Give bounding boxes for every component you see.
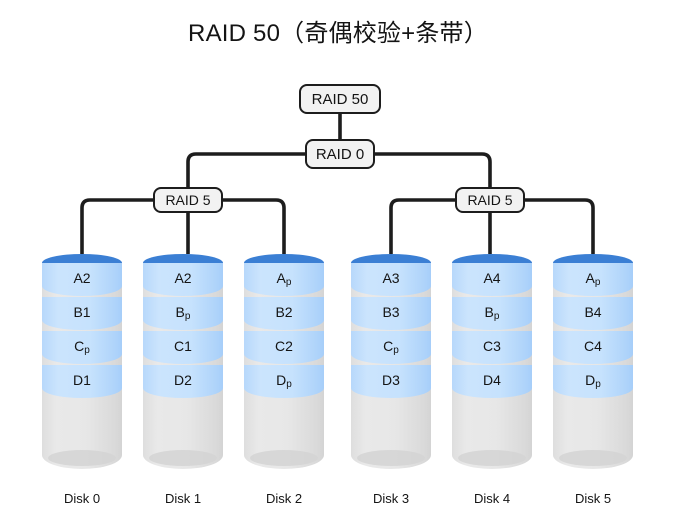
disk-block-label: Dp xyxy=(276,371,292,390)
disk-block[interactable]: C4 xyxy=(553,331,633,364)
disk-block[interactable]: A2 xyxy=(42,263,122,296)
disk-block[interactable]: A4 xyxy=(452,263,532,296)
disk-block-label: D2 xyxy=(174,372,192,388)
disk-block-label: C2 xyxy=(275,338,293,354)
disk-block[interactable]: B4 xyxy=(553,297,633,330)
page-title: RAID 50（奇偶校验+条带） xyxy=(188,20,488,47)
disk-block-label: Bp xyxy=(175,303,191,322)
disk-caption: Disk 1 xyxy=(164,491,202,506)
disk-block[interactable]: C1 xyxy=(143,331,223,364)
disk-block[interactable]: Dp xyxy=(244,365,324,398)
disk-block[interactable]: D3 xyxy=(351,365,431,398)
disk-block[interactable]: B3 xyxy=(351,297,431,330)
disk-block-label: C3 xyxy=(483,338,501,354)
disk-bottom-ellipse xyxy=(250,450,318,466)
disk-block-label: B2 xyxy=(275,304,293,320)
disk-bottom-ellipse xyxy=(149,450,217,466)
node-raid5-left[interactable]: RAID 5 xyxy=(153,187,223,213)
disk-block-label: Cp xyxy=(74,337,90,356)
disk-block[interactable]: Cp xyxy=(351,331,431,364)
disk-block[interactable]: D2 xyxy=(143,365,223,398)
disk-bottom-ellipse xyxy=(48,450,116,466)
disk-block-label: B3 xyxy=(382,304,400,320)
disk-block-label: A3 xyxy=(382,270,400,286)
disk-caption: Disk 4 xyxy=(473,491,511,506)
disk-block[interactable]: C2 xyxy=(244,331,324,364)
disk-block[interactable]: C3 xyxy=(452,331,532,364)
disk-caption: Disk 5 xyxy=(574,491,612,506)
disk-block-label: D4 xyxy=(483,372,501,388)
edge-raid0-raid5-right xyxy=(375,152,492,187)
disk-block[interactable]: D4 xyxy=(452,365,532,398)
disk-block[interactable]: B1 xyxy=(42,297,122,330)
edge-raid0-raid5-left xyxy=(186,152,305,187)
disk-block[interactable]: A2 xyxy=(143,263,223,296)
node-raid5-right[interactable]: RAID 5 xyxy=(455,187,525,213)
disk-caption: Disk 3 xyxy=(372,491,410,506)
disk-block[interactable]: Cp xyxy=(42,331,122,364)
disk-block-label: C1 xyxy=(174,338,192,354)
disk-block-label: Bp xyxy=(484,303,500,322)
node-raid0[interactable]: RAID 0 xyxy=(305,139,375,169)
disk-block[interactable]: D1 xyxy=(42,365,122,398)
disk-bottom-ellipse xyxy=(458,450,526,466)
disk-block-label: Cp xyxy=(383,337,399,356)
disk-block-label: D1 xyxy=(73,372,91,388)
edge-raid5-right-disk3 xyxy=(389,198,455,254)
disk-block[interactable]: Bp xyxy=(143,297,223,330)
disk-block[interactable]: B2 xyxy=(244,297,324,330)
disk-block-label: A2 xyxy=(73,270,91,286)
disk-block-label: B1 xyxy=(73,304,91,320)
disk-block-label: A4 xyxy=(483,270,501,286)
disk-block-label: Ap xyxy=(585,269,601,288)
disk-block-label: Dp xyxy=(585,371,601,390)
disk-block-label: A2 xyxy=(174,270,192,286)
disk-bottom-ellipse xyxy=(357,450,425,466)
disk-block[interactable]: Bp xyxy=(452,297,532,330)
disk-bottom-ellipse xyxy=(559,450,627,466)
disk-block-label: D3 xyxy=(382,372,400,388)
edge-raid5-left-disk0 xyxy=(80,198,153,254)
disk-block[interactable]: Ap xyxy=(553,263,633,296)
disk-block[interactable]: Ap xyxy=(244,263,324,296)
disk-block[interactable]: Dp xyxy=(553,365,633,398)
disk-block[interactable]: A3 xyxy=(351,263,431,296)
disk-caption: Disk 2 xyxy=(265,491,303,506)
disk-block-label: B4 xyxy=(584,304,602,320)
node-raid50[interactable]: RAID 50 xyxy=(299,84,381,114)
disk-caption: Disk 0 xyxy=(63,491,101,506)
edge-raid5-right-disk5 xyxy=(525,198,595,254)
disk-block-label: Ap xyxy=(276,269,292,288)
disk-block-label: C4 xyxy=(584,338,602,354)
edge-raid5-left-disk2 xyxy=(223,198,286,254)
